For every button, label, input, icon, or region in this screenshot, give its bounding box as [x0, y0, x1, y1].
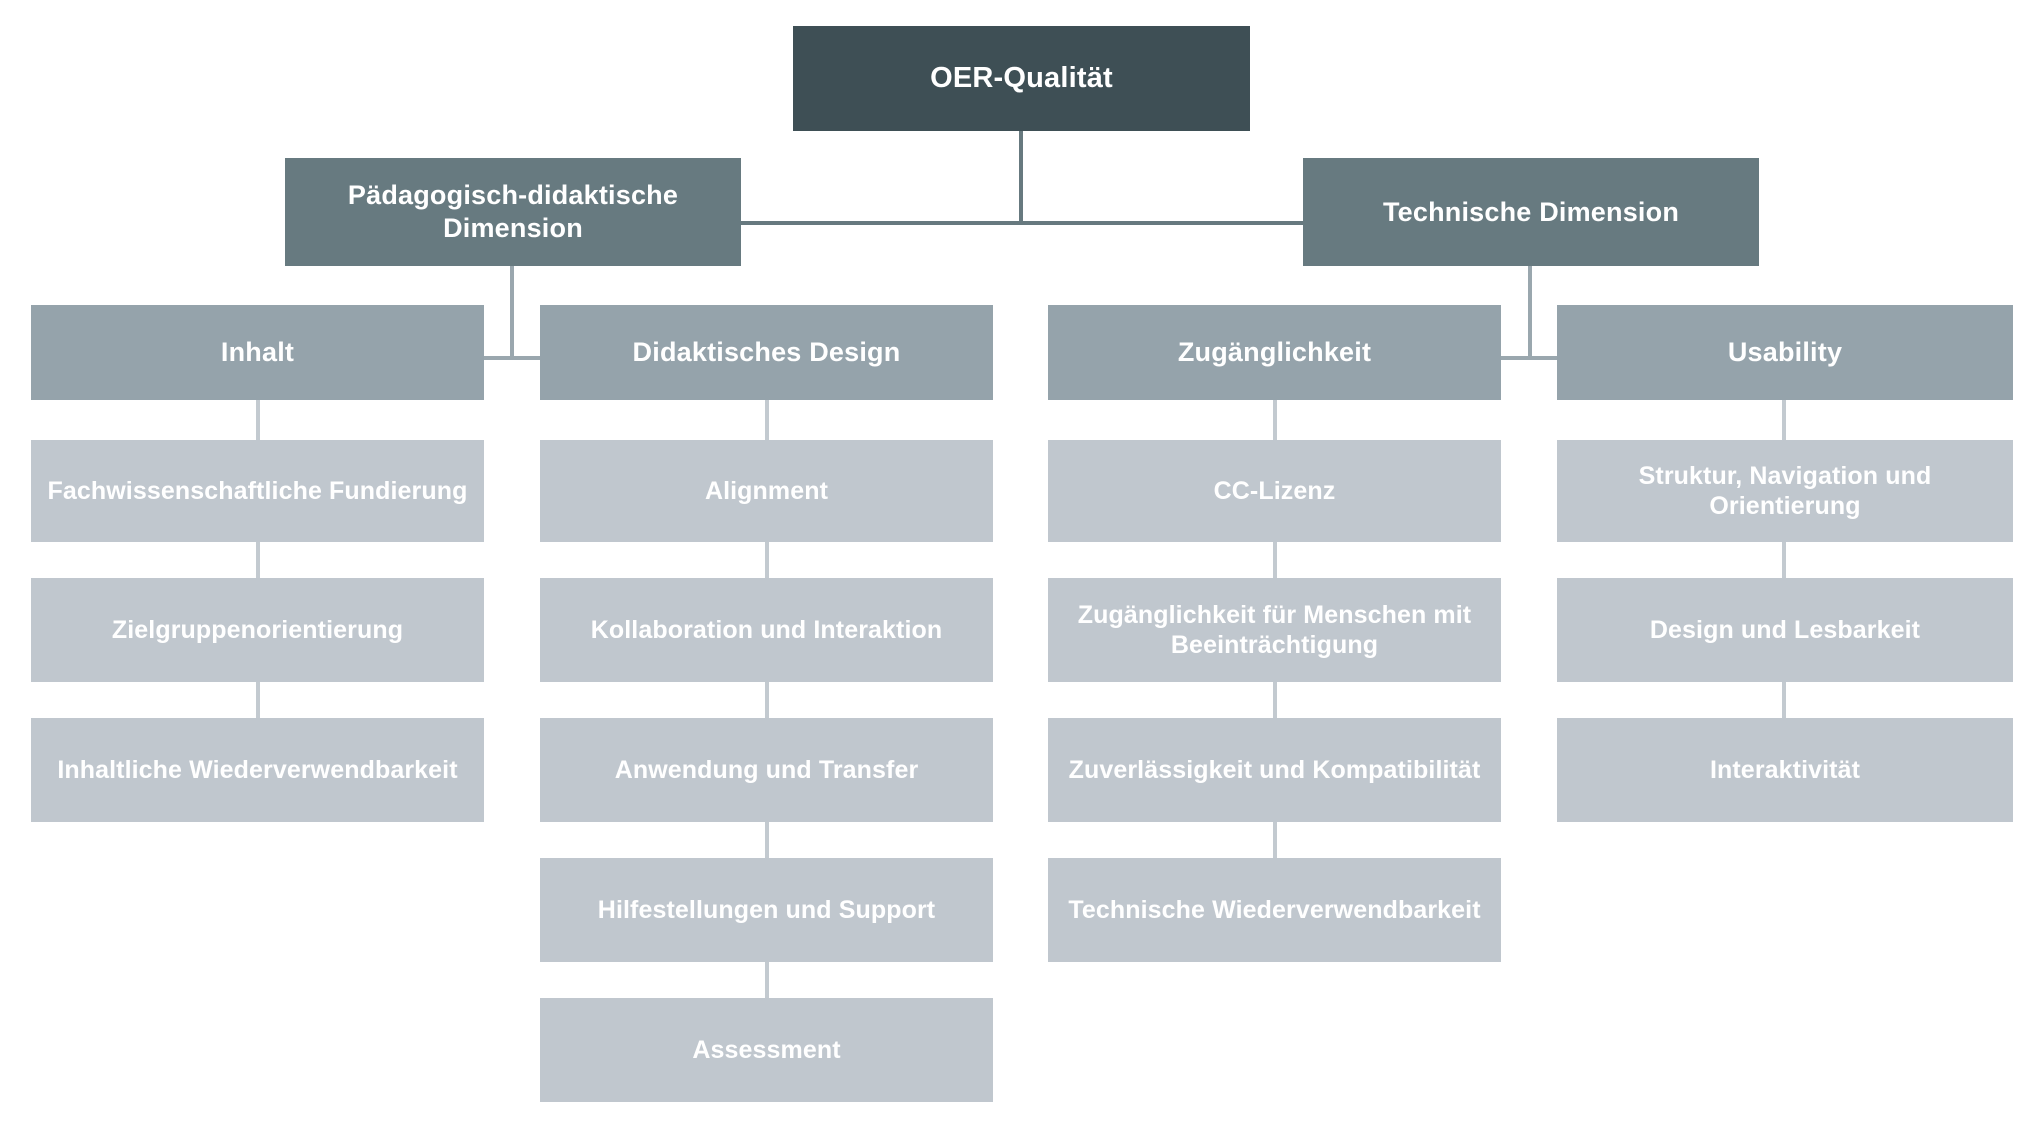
node-criterion[interactable]: Struktur, Navigation und Orientierung	[1557, 440, 2013, 542]
node-category-didaktisches-design[interactable]: Didaktisches Design	[540, 305, 993, 400]
node-criterion[interactable]: Anwendung und Transfer	[540, 718, 993, 822]
connector-column-usability	[1782, 542, 1786, 578]
connector-column-inhalt	[256, 400, 260, 440]
connector-column-inhalt	[256, 542, 260, 578]
connector-column-zugaenglichkeit	[1273, 400, 1277, 440]
connector-column-zugaenglichkeit	[1273, 682, 1277, 718]
node-criterion[interactable]: Alignment	[540, 440, 993, 542]
node-criterion[interactable]: Interaktivität	[1557, 718, 2013, 822]
connector-column-zugaenglichkeit	[1273, 822, 1277, 858]
connector-column-didaktisches-design	[765, 542, 769, 578]
connector-column-inhalt	[256, 682, 260, 718]
node-criterion[interactable]: Zuverlässigkeit und Kompatibilität	[1048, 718, 1501, 822]
connector-column-zugaenglichkeit	[1273, 542, 1277, 578]
connector-column-didaktisches-design	[765, 962, 769, 998]
node-criterion[interactable]: Zielgruppenorientierung	[31, 578, 484, 682]
connector-root-stem	[1019, 131, 1023, 223]
connector-column-didaktisches-design	[765, 822, 769, 858]
connector-column-usability	[1782, 682, 1786, 718]
connector-right-category-bus	[1501, 356, 1557, 360]
connector-column-usability	[1782, 400, 1786, 440]
connector-column-didaktisches-design	[765, 400, 769, 440]
connector-left-dimension-stem	[510, 266, 514, 358]
node-dimension-technisch[interactable]: Technische Dimension	[1303, 158, 1759, 266]
node-criterion[interactable]: Technische Wiederverwendbarkeit	[1048, 858, 1501, 962]
connector-column-didaktisches-design	[765, 682, 769, 718]
node-criterion[interactable]: Inhaltliche Wiederverwendbarkeit	[31, 718, 484, 822]
node-criterion[interactable]: Fachwissenschaftliche Fundierung	[31, 440, 484, 542]
node-criterion[interactable]: Design und Lesbarkeit	[1557, 578, 2013, 682]
node-root-oer-qualitaet[interactable]: OER-Qualität	[793, 26, 1250, 131]
node-category-usability[interactable]: Usability	[1557, 305, 2013, 400]
node-criterion[interactable]: Kollaboration und Interaktion	[540, 578, 993, 682]
node-criterion[interactable]: Zugänglichkeit für Menschen mit Beeinträ…	[1048, 578, 1501, 682]
node-criterion[interactable]: Hilfestellungen und Support	[540, 858, 993, 962]
node-category-zugaenglichkeit[interactable]: Zugänglichkeit	[1048, 305, 1501, 400]
node-category-inhalt[interactable]: Inhalt	[31, 305, 484, 400]
node-dimension-paedagogisch-didaktisch[interactable]: Pädagogisch-didaktische Dimension	[285, 158, 741, 266]
node-criterion[interactable]: Assessment	[540, 998, 993, 1102]
connector-left-category-bus	[484, 356, 540, 360]
connector-dimension-bus	[740, 221, 1304, 225]
node-criterion[interactable]: CC-Lizenz	[1048, 440, 1501, 542]
connector-right-dimension-stem	[1528, 266, 1532, 358]
